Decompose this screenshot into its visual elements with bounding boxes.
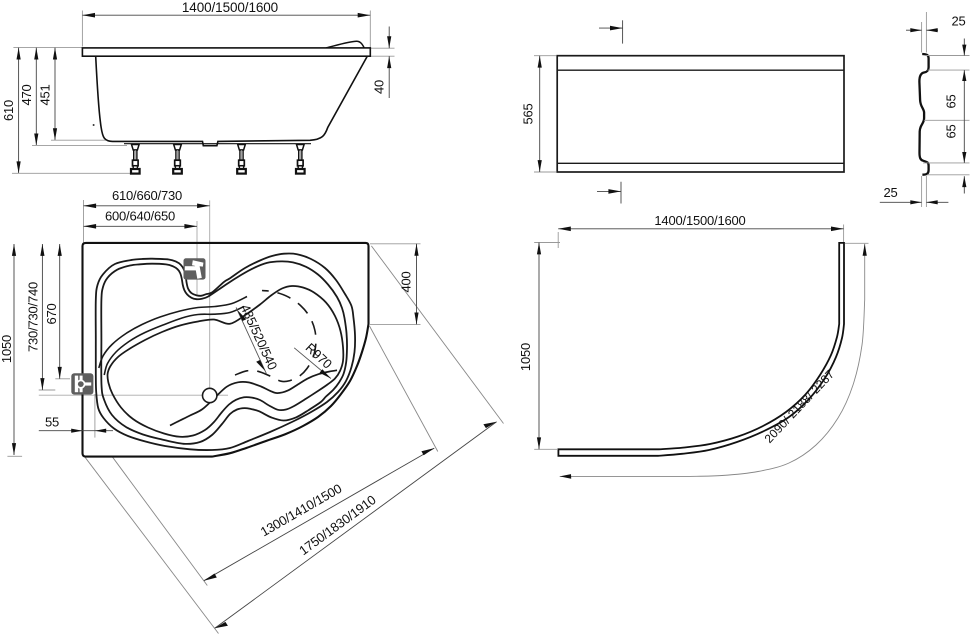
svg-text:610: 610: [1, 100, 16, 121]
svg-text:25: 25: [951, 14, 965, 29]
svg-text:670: 670: [44, 303, 59, 324]
svg-text:65: 65: [943, 124, 958, 138]
svg-text:1400/1500/1600: 1400/1500/1600: [182, 0, 278, 15]
svg-text:65: 65: [943, 94, 958, 108]
svg-text:730/730/740: 730/730/740: [25, 282, 40, 352]
svg-text:565: 565: [520, 103, 535, 124]
svg-text:451: 451: [37, 84, 52, 105]
svg-text:470: 470: [19, 84, 34, 105]
svg-text:40: 40: [371, 80, 386, 94]
svg-text:400: 400: [398, 271, 413, 292]
svg-text:1050: 1050: [0, 335, 14, 363]
svg-text:610/660/730: 610/660/730: [112, 188, 182, 203]
svg-text:25: 25: [883, 185, 897, 200]
svg-text:600/640/650: 600/640/650: [105, 209, 175, 224]
svg-text:55: 55: [45, 415, 59, 430]
svg-text:1050: 1050: [518, 343, 533, 371]
svg-text:1400/1500/1600: 1400/1500/1600: [654, 213, 745, 228]
svg-text:2090/ 2188/ 2287: 2090/ 2188/ 2287: [762, 367, 838, 446]
